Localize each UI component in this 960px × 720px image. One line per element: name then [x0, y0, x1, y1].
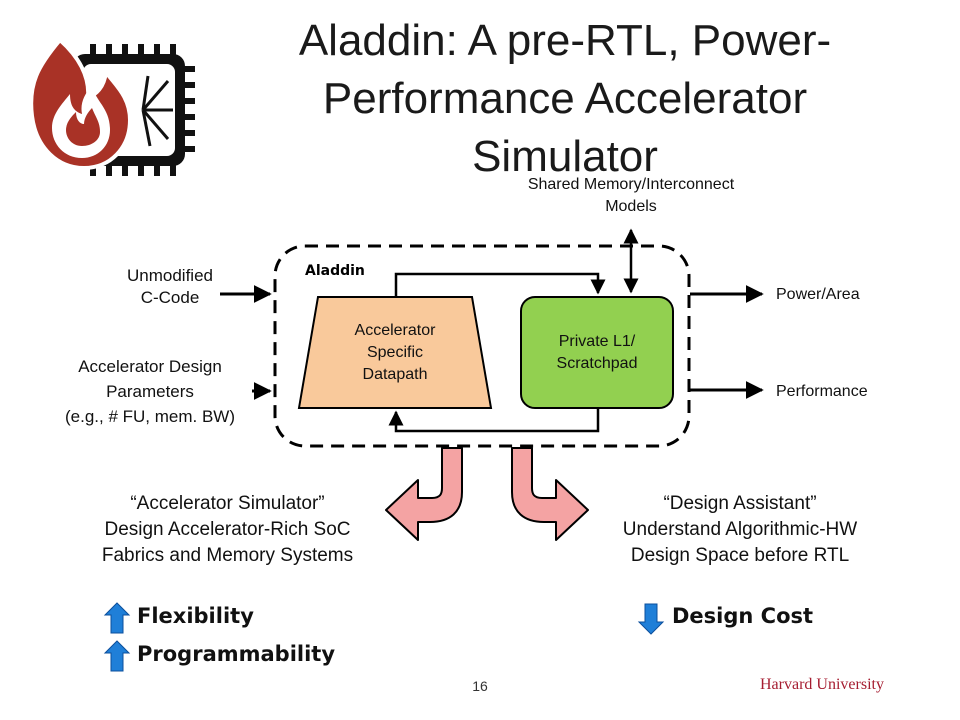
- university-name: Harvard University: [760, 676, 884, 693]
- scratchpad-to-datapath-arrow: [388, 408, 600, 433]
- flame-chip-logo: [29, 37, 195, 176]
- right-case-line-1: “Design Assistant”: [663, 493, 817, 514]
- design-params-line-2: Parameters: [106, 382, 194, 401]
- page-number: 16: [472, 678, 488, 694]
- title-line-1: Aladdin: A pre-RTL, Power-: [298, 16, 832, 65]
- accelerator-simulator-use-case: “Accelerator Simulator” Design Accelerat…: [55, 491, 400, 569]
- shared-memory-line-1: Shared Memory/Interconnect: [527, 176, 735, 193]
- shared-memory-line-2: Models: [605, 198, 657, 215]
- design-cost-down-arrow-icon: [637, 603, 665, 635]
- programmability-up-arrow-icon: [103, 640, 131, 672]
- datapath-to-scratchpad-arrow: [394, 272, 606, 297]
- design-cost-label: Design Cost: [672, 604, 814, 628]
- c-code-line-1: Unmodified: [127, 266, 213, 285]
- performance-output-label: Performance: [776, 383, 868, 400]
- aladdin-boundary: [273, 244, 691, 448]
- title-line-2: Performance Accelerator: [322, 74, 808, 123]
- left-case-line-1: “Accelerator Simulator”: [130, 493, 325, 514]
- design-params-input-label: Accelerator Design Parameters (e.g., # F…: [35, 354, 265, 429]
- datapath-line-3: Datapath: [362, 366, 428, 383]
- c-code-input-label: Unmodified C-Code: [110, 265, 230, 309]
- right-case-line-2: Understand Algorithmic-HW: [622, 519, 858, 540]
- power-area-output-label: Power/Area: [776, 286, 860, 303]
- left-curved-arrow: [385, 447, 463, 541]
- title-line-3: Simulator: [472, 132, 658, 181]
- datapath-line-2: Specific: [366, 344, 424, 361]
- programmability-label: Programmability: [137, 642, 336, 666]
- scratchpad-label: Private L1/ Scratchpad: [521, 331, 673, 375]
- datapath-line-1: Accelerator: [354, 322, 436, 339]
- c-code-line-2: C-Code: [140, 288, 200, 307]
- design-params-line-3: (e.g., # FU, mem. BW): [64, 407, 236, 426]
- design-assistant-use-case: “Design Assistant” Understand Algorithmi…: [580, 491, 900, 569]
- left-case-line-2: Design Accelerator-Rich SoC: [104, 519, 351, 540]
- design-params-line-1: Accelerator Design: [78, 357, 222, 376]
- slide-title: Aladdin: A pre-RTL, Power- Performance A…: [245, 12, 885, 186]
- scratchpad-line-2: Scratchpad: [556, 355, 638, 372]
- flexibility-up-arrow-icon: [103, 602, 131, 634]
- scratchpad-line-1: Private L1/: [558, 333, 636, 350]
- right-case-line-3: Design Space before RTL: [630, 545, 850, 566]
- aladdin-label: Aladdin: [305, 263, 365, 279]
- left-case-line-3: Fabrics and Memory Systems: [101, 545, 354, 566]
- right-curved-arrow: [511, 447, 589, 541]
- datapath-block: [297, 296, 493, 409]
- shared-memory-label: Shared Memory/Interconnect Models: [486, 174, 776, 218]
- datapath-label: Accelerator Specific Datapath: [325, 320, 465, 386]
- flexibility-label: Flexibility: [137, 604, 254, 628]
